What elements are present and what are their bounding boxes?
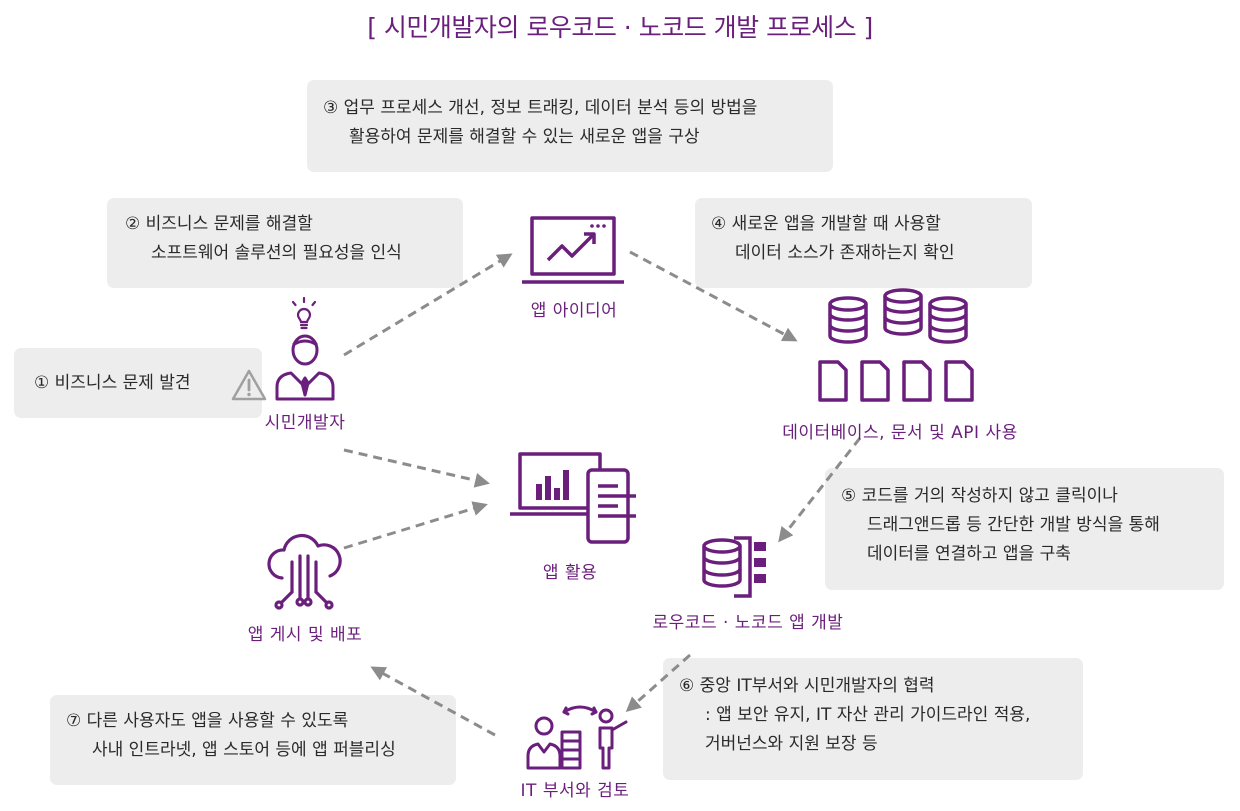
step-5-line3: 데이터를 연결하고 앱을 구축 [867,544,1071,564]
step-6-box: ⑥ 중앙 IT부서와 시민개발자의 협력 : 앱 보안 유지, IT 자산 관리… [663,658,1083,780]
step-7-line1: ⑦ 다른 사용자도 앱을 사용할 수 있도록 [66,711,349,731]
warning-icon [231,369,267,401]
label-app-idea: 앱 아이디어 [530,301,618,321]
it-review-icon [526,705,628,770]
step-4-line2: 데이터 소스가 존재하는지 확인 [735,243,955,263]
label-app-use: 앱 활용 [542,563,598,583]
step-1-text: ① 비즈니스 문제 발견 [34,373,191,393]
step-2-box: ② 비즈니스 문제를 해결할 소프트웨어 솔루션의 필요성을 인식 [107,198,463,288]
person-icon [275,334,335,401]
step-7-box: ⑦ 다른 사용자도 앱을 사용할 수 있도록 사내 인트라넷, 앱 스토어 등에… [50,695,456,785]
step-3-box: ③ 업무 프로세스 개선, 정보 트래킹, 데이터 분석 등의 방법을 활용하여… [307,80,833,172]
step-7-line2: 사내 인트라넷, 앱 스토어 등에 앱 퍼블리싱 [92,740,396,760]
arrow-deploy-to-use [343,501,488,550]
step-4-line1: ④ 새로운 앱을 개발할 때 사용할 [711,214,941,234]
step-2-line2: 소프트웨어 솔루션의 필요성을 인식 [151,243,402,263]
step-5-line1: ⑤ 코드를 거의 작성하지 않고 클릭이나 [841,486,1118,506]
step-6-line1: ⑥ 중앙 IT부서와 시민개발자의 협력 [679,676,935,696]
arrow-it-to-deploy [370,666,496,737]
arrow-citizen-to-use [343,448,490,488]
label-citizen-dev: 시민개발자 [264,413,346,433]
label-it-review: IT 부서와 검토 [520,781,630,801]
diagram-title: [ 시민개발자의 로우코드 · 노코드 개발 프로세스 ] [367,13,873,42]
lightbulb-icon [291,296,317,330]
label-lowcode-dev: 로우코드 · 노코드 앱 개발 [652,613,844,633]
step-6-line2: : 앱 보안 유지, IT 자산 관리 가이드라인 적용, [705,705,1031,725]
database-icon [828,288,968,344]
document-icon [818,360,974,402]
step-4-box: ④ 새로운 앱을 개발할 때 사용할 데이터 소스가 존재하는지 확인 [695,198,1032,288]
step-3-line2: 활용하여 문제를 해결할 수 있는 새로운 앱을 구상 [349,127,700,147]
step-5-box: ⑤ 코드를 거의 작성하지 않고 클릭이나 드래그앤드롭 등 간단한 개발 방식… [825,468,1224,590]
step-3-line1: ③ 업무 프로세스 개선, 정보 트래킹, 데이터 분석 등의 방법을 [323,98,758,118]
laptop-phone-icon [510,452,636,544]
step-1-box: ① 비즈니스 문제 발견 [14,348,262,418]
step-6-line3: 거버넌스와 지원 보장 등 [705,734,878,754]
chart-monitor-icon [522,216,624,284]
label-app-deploy: 앱 게시 및 배포 [247,625,363,645]
database-icon [702,536,766,598]
step-5-line2: 드래그앤드롭 등 간단한 개발 방식을 통해 [867,515,1160,535]
label-data-sources: 데이터베이스, 문서 및 API 사용 [782,423,1018,443]
arrow-idea-to-data [629,250,798,342]
arrow-citizen-to-idea [343,253,513,357]
cloud-icon [267,533,342,610]
step-2-line1: ② 비즈니스 문제를 해결할 [125,214,313,234]
arrow-data-to-lowcode [778,437,862,543]
